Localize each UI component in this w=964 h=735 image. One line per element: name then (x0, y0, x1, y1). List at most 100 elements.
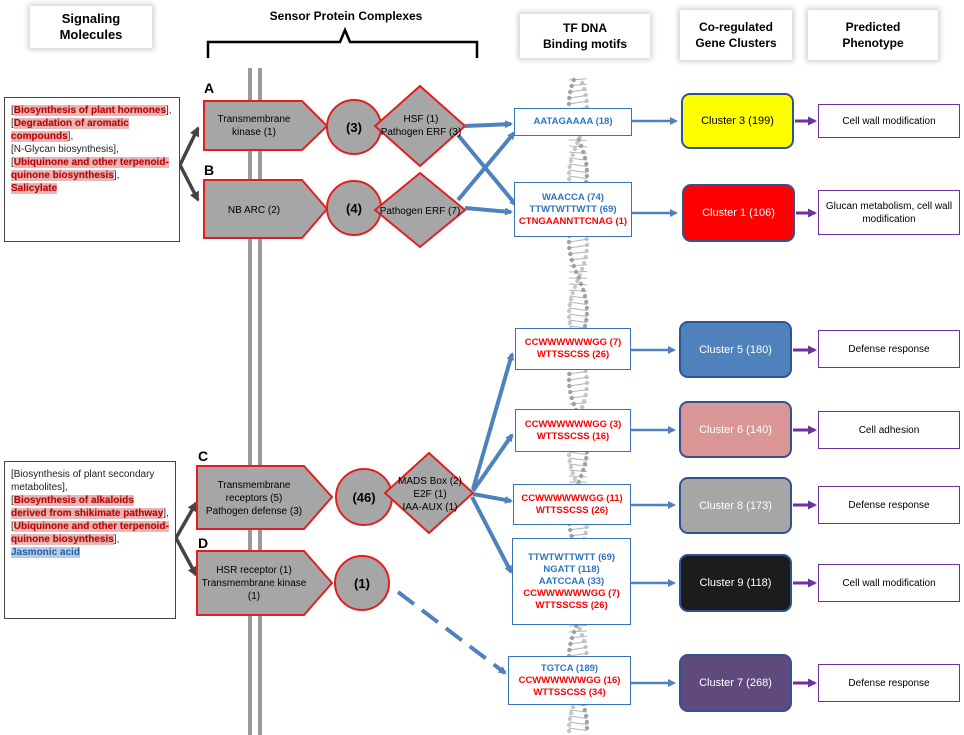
phenotype-box: Defense response (818, 330, 960, 368)
signal-text: ], (113, 534, 120, 545)
motif-box: CCWWWWWWGG (11)WTTSSCSS (26) (513, 484, 631, 525)
header-signaling: Signaling Molecules (30, 6, 152, 48)
signal-arrow-a (178, 126, 200, 166)
cluster-box-9: Cluster 9 (118) (679, 554, 792, 612)
motif-line: WAACCA (74) (542, 191, 604, 203)
complex-circle-d (334, 555, 390, 611)
motif-box: CCWWWWWWGG (7)WTTSSCSS (26) (515, 328, 631, 370)
signal-text: [ (11, 521, 14, 532)
cluster-label: Cluster 7 (268) (699, 677, 772, 689)
arrow-c-m3 (471, 352, 515, 490)
cluster-label: Cluster 1 (106) (702, 207, 775, 219)
header-tf: TF DNA Binding motifs (520, 14, 650, 58)
cluster-box-8: Cluster 8 (173) (679, 477, 792, 534)
arrow-c-m5 (472, 492, 513, 504)
cluster-box-3: Cluster 3 (199) (681, 93, 794, 149)
signal-text: Jasmonic acid (11, 547, 80, 558)
signal-text: [N-Glycan biosynthesis], (11, 144, 119, 155)
header-sensor: Sensor Protein Complexes (269, 9, 423, 23)
receptor-label-b: NB ARC (2) (227, 204, 281, 216)
tf-label-a: HSF (1) Pathogen ERF (3) (380, 114, 462, 138)
motif-line: AATCCAA (33) (538, 575, 605, 587)
receptor-shape-d (196, 550, 334, 616)
receptor-shape-b (203, 179, 329, 239)
motif-box: CCWWWWWWGG (3)WTTSSCSS (16) (515, 409, 631, 452)
panel-letter-d: D (198, 535, 209, 551)
arrow-a-m1 (464, 120, 513, 129)
motif-line: TGTCA (189) (540, 662, 599, 674)
panel-letter-c: C (198, 448, 209, 464)
arrow-c-m4 (471, 433, 514, 493)
dna-helix (566, 77, 590, 734)
motif-line: NGATT (118) (543, 563, 600, 575)
motif-line: WTTSSCSS (34) (533, 686, 606, 698)
signal-text: ], (113, 170, 120, 181)
tf-diamond-b (373, 171, 467, 249)
motif-line: CCWWWWWWGG (16) (518, 674, 621, 686)
tf-label-b: Pathogen ERF (7) (379, 205, 461, 217)
motif-box: TGTCA (189)CCWWWWWWGG (16)WTTSSCSS (34) (508, 656, 631, 705)
signal-text: ], (163, 508, 169, 519)
signal-text: Biosynthesis of plant hormones (13, 105, 167, 116)
signaling-box-top: [Biosynthesis of plant hormones],[Degrad… (4, 97, 180, 242)
cluster-label: Cluster 5 (180) (699, 343, 772, 356)
tf-diamond-a (373, 84, 467, 168)
cluster-label: Cluster 8 (173) (699, 499, 772, 512)
motif-line: TTWTWTTWTT (69) (527, 551, 616, 563)
arrow-b-m1 (456, 131, 516, 202)
signaling-box-bottom: [Biosynthesis of plant secondary metabol… (4, 461, 176, 619)
header-signaling-text: Signaling Molecules (59, 11, 123, 42)
signal-arrow-c (174, 501, 198, 539)
motif-line: WTTSSCSS (26) (536, 349, 610, 360)
signal-text: [Biosynthesis of plant secondary metabol… (11, 469, 155, 493)
signal-text: Biosynthesis of alkaloids derived from s… (11, 495, 164, 519)
motif-line: TTWTWTTWTT (69) (529, 203, 617, 215)
cluster-label: Cluster 6 (140) (699, 423, 772, 436)
cluster-box-7: Cluster 7 (268) (679, 654, 792, 712)
motif-box: WAACCA (74)TTWTWTTWTT (69)CTNGAANNTTCNAG… (514, 182, 632, 237)
phenotype-box: Defense response (818, 664, 960, 702)
panel-letter-a: A (204, 80, 215, 96)
motif-line: CCWWWWWWGG (7) (524, 337, 622, 348)
receptor-label-c: Transmembrane receptors (5) Pathogen def… (205, 479, 303, 517)
cluster-label: Cluster 3 (199) (701, 115, 774, 127)
cluster-box-5: Cluster 5 (180) (679, 321, 792, 378)
signal-text: [ (11, 118, 14, 129)
sensor-brace (206, 26, 479, 58)
complex-count-a: (3) (346, 119, 362, 135)
motif-line: CTNGAANNTTCNAG (1) (518, 215, 628, 227)
phenotype-box: Cell wall modification (818, 104, 960, 138)
signal-text: [ (11, 157, 14, 168)
receptor-label-a: Transmembrane kinase (1) (217, 114, 291, 138)
motif-line: WTTSSCSS (16) (536, 430, 610, 442)
phenotype-box: Defense response (818, 486, 960, 524)
receptor-label-d: HSR receptor (1) Transmembrane kinase (1… (201, 565, 307, 602)
cluster-label: Cluster 9 (118) (699, 577, 772, 589)
header-clusters: Co-regulated Gene Clusters (680, 10, 792, 60)
motif-line: AATAGAAAA (18) (533, 116, 613, 127)
motif-box: AATAGAAAA (18) (514, 108, 632, 136)
complex-count-b: (4) (346, 200, 362, 216)
motif-line: WTTSSCSS (26) (535, 504, 609, 516)
signal-text: ], (166, 105, 172, 116)
arrow-a-m2 (456, 133, 518, 207)
receptor-shape-a (203, 100, 329, 151)
signal-text: ], (67, 131, 74, 142)
signal-text: Ubiquinone and other terpenoid-quinone b… (11, 521, 169, 545)
signal-arrow-d (174, 537, 198, 577)
header-clusters-text: Co-regulated Gene Clusters (695, 20, 777, 50)
arrow-c-m6 (470, 496, 513, 574)
panel-letter-b: B (204, 162, 215, 178)
motif-line: WTTSSCSS (26) (535, 599, 608, 611)
receptor-shape-c (196, 465, 334, 530)
signal-text: Salicylate (11, 183, 58, 194)
phenotype-box: Cell adhesion (818, 411, 960, 449)
signal-arrow-b (178, 164, 200, 202)
signal-text: [ (11, 105, 14, 116)
cluster-box-1: Cluster 1 (106) (682, 184, 795, 242)
header-phenotype: Predicted Phenotype (808, 10, 938, 60)
motif-line: CCWWWWWWGG (7) (523, 587, 620, 599)
motif-box: TTWTWTTWTT (69)NGATT (118)AATCCAA (33)CC… (512, 538, 631, 625)
signal-text: Ubiquinone and other terpenoid-quinone b… (11, 157, 169, 181)
